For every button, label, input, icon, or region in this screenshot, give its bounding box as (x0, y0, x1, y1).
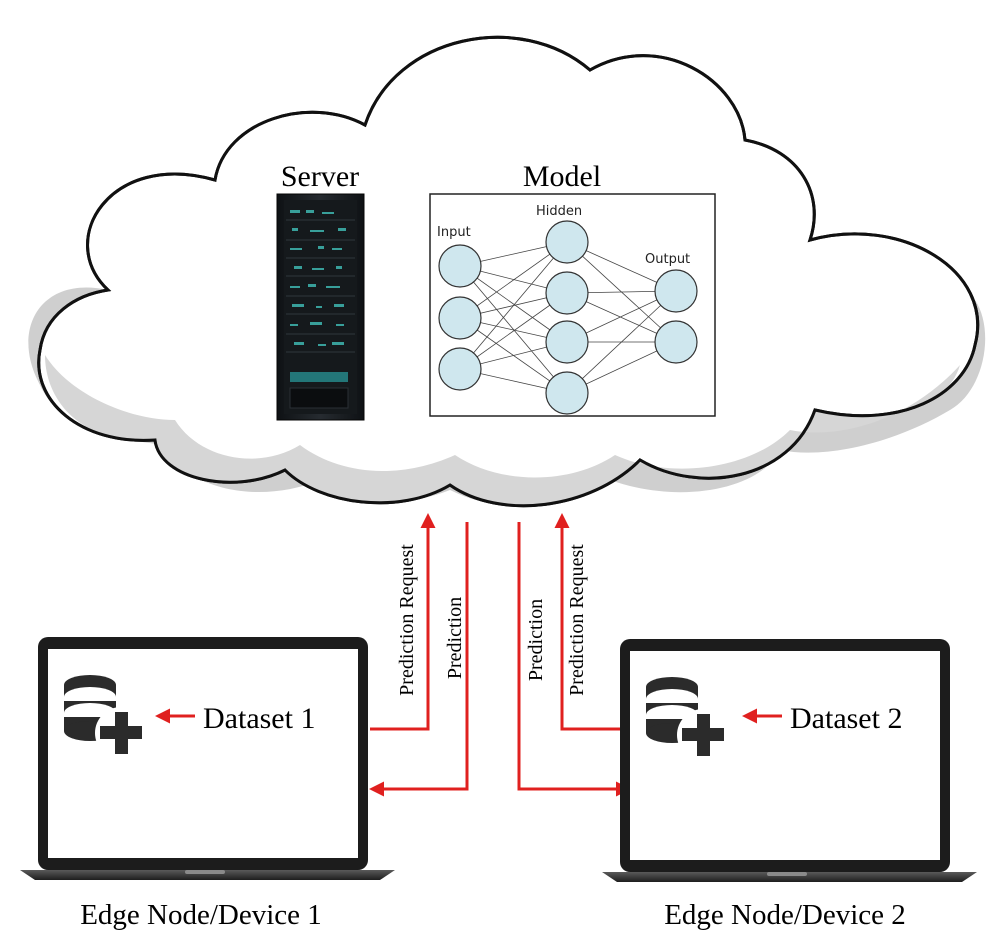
cloud-underside-shade (45, 355, 960, 506)
database-add-icon (64, 675, 147, 759)
device1-name: Edge Node/Device 1 (80, 899, 322, 931)
device1-request-label: Prediction Request (396, 544, 418, 696)
device1-prediction-arrow (369, 522, 469, 797)
hidden-node (545, 271, 589, 315)
connection-arrows (369, 513, 631, 797)
output-node (654, 269, 698, 313)
dataset1-label: Dataset 1 (203, 702, 315, 735)
device2-prediction-arrow (517, 522, 631, 797)
device2-name: Edge Node/Device 2 (664, 899, 906, 931)
cloud-outline (37, 35, 979, 508)
laptop-icon (20, 637, 395, 880)
input-node (438, 296, 482, 340)
network-nodes (438, 220, 698, 415)
server-label: Server (281, 160, 359, 193)
device1-prediction-label: Prediction (444, 597, 466, 679)
hidden-node (545, 220, 589, 264)
network-edge (459, 265, 568, 394)
input-layer-label: Input (437, 225, 471, 240)
device2-prediction-label: Prediction (525, 599, 547, 681)
network-edge (459, 241, 568, 319)
network-edge (459, 292, 568, 370)
device2-request-arrow (554, 513, 624, 731)
model-label: Model (523, 160, 601, 193)
neural-network-model: Input Hidden Output (429, 193, 716, 417)
network-edge (459, 265, 568, 343)
output-node (654, 320, 698, 364)
input-node (438, 244, 482, 288)
input-node (438, 347, 482, 391)
hidden-layer-label: Hidden (536, 204, 582, 219)
server-rack-icon (276, 193, 365, 421)
dataset2-label: Dataset 2 (790, 702, 902, 735)
laptop-icon (602, 639, 977, 882)
output-layer-label: Output (645, 252, 690, 267)
network-edge (566, 290, 677, 394)
network-edge (459, 241, 568, 370)
device2-request-label: Prediction Request (566, 544, 588, 696)
edge-device-1: Dataset 1 Edge Node/Device 1 (20, 637, 395, 931)
edge-device-2: Dataset 2 Edge Node/Device 2 (602, 639, 977, 931)
hidden-node (545, 371, 589, 415)
database-add-icon (646, 677, 729, 761)
hidden-node (545, 320, 589, 364)
device1-request-arrow (370, 513, 436, 731)
